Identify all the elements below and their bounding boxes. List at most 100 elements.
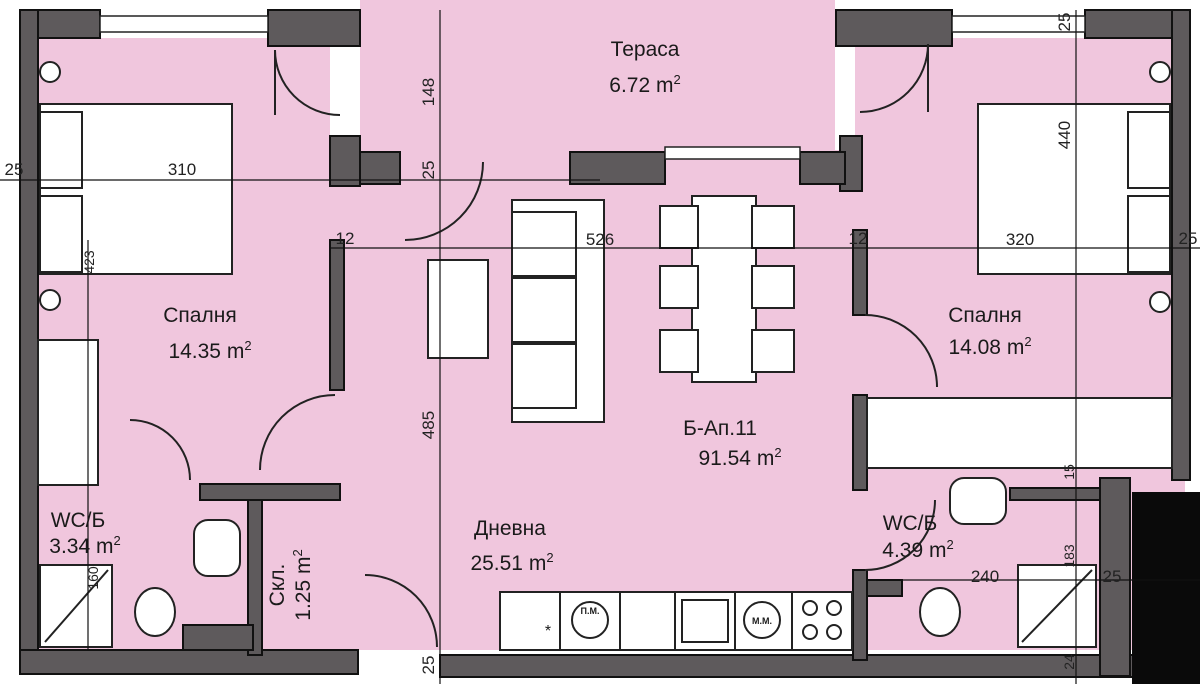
door-swing-entrance [364,574,438,648]
dim-485: 485 [419,411,438,439]
windows [99,15,1086,160]
wall-bedroom-right [852,229,868,316]
wall-wc-bottom [182,624,254,651]
bedroom-right-area-sup: 2 [1024,334,1031,349]
wall-storage [247,499,263,656]
walls [19,9,1191,678]
nightstand-lamp-1 [39,61,61,83]
toilet-left [134,587,176,637]
sink-right [949,477,1007,525]
nightstand-lamp-2 [39,289,61,311]
wc-right-name: WC/Б [883,512,938,535]
fridge-mark: * [545,623,551,640]
wall-wc-right-stub [866,579,903,597]
dim-440: 440 [1055,121,1074,149]
storage-area-value: 1.25 m [292,557,315,621]
sofa [511,199,605,423]
dim-423-group: 423 [81,250,97,274]
bedroom-left-name: Спалня [163,304,236,327]
dim-25-top-right: 25 [1055,13,1074,32]
bedroom-left-area-value: 14.35 m [168,340,244,363]
dining-table [691,195,757,383]
dim-160-group: 160 [85,566,101,590]
bathroom-fixtures [39,61,1171,648]
door-swing-terrace-main [404,161,484,241]
wall-terrace-left [329,135,361,187]
dimension-labels: 310 320 526 240 25 25 25 12 12 148 25 48… [5,13,1198,675]
chair-4 [751,205,795,249]
dim-12-right: 12 [849,229,868,248]
chair-1 [659,205,699,249]
dim-183: 183 [1061,544,1077,568]
room-labels: Тераса 6.72 m2 Спалня 14.35 m2 Спалня 14… [49,38,1031,621]
wc-left-area: 3.34 m2 [49,533,120,558]
sofa-cushion-1 [511,211,577,277]
apartment-area: 91.54 m2 [698,445,781,470]
doors [129,43,938,648]
bedroom-right-area: 14.08 m2 [948,334,1031,359]
door-swing-bedroom-left [259,394,336,471]
burner-3 [802,624,818,640]
dishwasher-circle [571,601,609,639]
shower-left-diag [44,569,109,643]
dim-526: 526 [586,230,614,249]
chair-6 [751,329,795,373]
wall-bedroom-right-lower [852,394,868,491]
bedroom-right-name: Спалня [948,304,1021,327]
bedroom-right-area-value: 14.08 m [948,336,1024,359]
bed-right [977,103,1171,275]
sofa-cushion-2 [511,277,577,343]
burner-1 [802,600,818,616]
wardrobe-left [37,339,99,486]
oven [681,599,729,643]
terrace-area-value: 6.72 m [609,74,673,97]
chair-5 [751,265,795,309]
wc-right-area-value: 4.39 m [882,539,946,562]
bed-left [39,103,233,275]
storage-name: Скл. [266,564,289,607]
wall-top-left-2 [267,9,361,47]
terrace-area: 6.72 m2 [609,72,680,97]
wall-wc-right [852,569,868,661]
washer-label: М.М. [752,616,772,626]
wall-bottom-left [19,649,359,675]
bedroom-left-area-sup: 2 [244,338,251,353]
window-bedroom-left [99,15,269,33]
bed-left-pillow-2 [39,195,83,273]
dim-423: 423 [81,250,97,274]
tv-stand [427,259,489,359]
nightstand-lamp-3 [1149,61,1171,83]
nightstand-lamp-4 [1149,291,1171,313]
chair-2 [659,265,699,309]
dim-25-corner: 25 [1103,567,1122,586]
bed-left-pillow-1 [39,111,83,189]
bed-right-pillow-1 [1127,111,1171,189]
sink-left [193,519,241,577]
wall-terrace-bottom-left [359,151,401,185]
burner-4 [826,624,842,640]
wall-wc-right-top [1009,487,1101,501]
wc-right-area-sup: 2 [946,537,953,552]
wc-left-area-value: 3.34 m [49,535,113,558]
dim-148-group: 148 [419,78,438,106]
dim-25-left: 25 [5,160,24,179]
kitchen [499,591,853,651]
adjacent-block [1132,492,1200,684]
storage-label-group: Скл. [266,564,289,607]
window-bedroom-right [951,15,1086,33]
terrace-name: Тераса [611,38,680,61]
wall-bedroom-left [329,239,345,391]
dim-24: 24 [1061,654,1077,670]
dim-310: 310 [168,160,196,179]
wall-left [19,9,39,671]
terrace-floor [360,0,835,152]
dim-160: 160 [85,566,101,590]
door-swing-wc-left [129,419,191,481]
burner-2 [826,600,842,616]
dim-12-left: 12 [336,229,355,248]
dim-25-right: 25 [1179,229,1198,248]
living-name: Дневна [474,517,546,540]
wall-right-lower [1099,477,1131,677]
wall-terrace-bottom-right [799,151,846,185]
dishwasher-label: П.М. [581,606,600,616]
